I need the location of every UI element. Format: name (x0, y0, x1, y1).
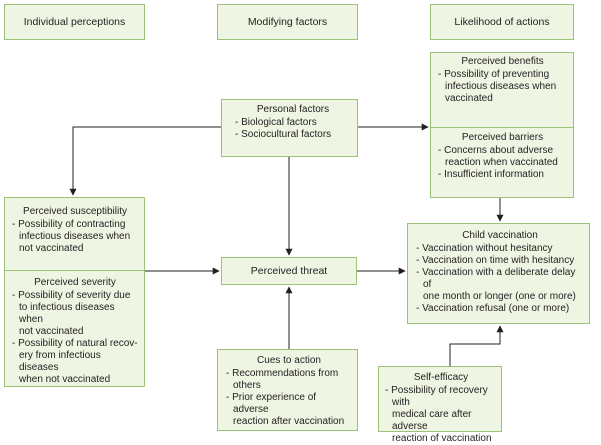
cues-to-action-box: Cues to action - Recommendations from ot… (217, 349, 358, 431)
perceived-severity-section: Perceived severity - Possibility of seve… (5, 274, 144, 386)
header-modifying-factors: Modifying factors (217, 4, 358, 40)
perceived-barriers-item: - Insufficient information (438, 169, 544, 180)
susceptibility-severity-box: Perceived susceptibility - Possibility o… (4, 197, 145, 387)
perceived-barriers-title: Perceived barriers (461, 132, 544, 143)
header-likelihood-of-actions: Likelihood of actions (430, 4, 574, 40)
personal-factors-item: - Sociocultural factors (235, 129, 332, 140)
susceptibility-severity-divider (5, 270, 144, 271)
perceived-threat-box: Perceived threat (221, 257, 357, 285)
perceived-threat-label: Perceived threat (250, 265, 328, 277)
child-vaccination-box: Child vaccination - Vaccination without … (407, 223, 590, 324)
perceived-barriers-section: Perceived barriers - Concerns about adve… (431, 129, 573, 181)
child-vaccination-item: - Vaccination refusal (one or more) (416, 303, 570, 314)
perceived-severity-item: - Possibility of natural recov- ery from… (12, 338, 138, 385)
perceived-benefits-title: Perceived benefits (461, 56, 544, 67)
benefits-barriers-divider (431, 127, 573, 128)
perceived-barriers-item: - Concerns about adverse reaction when v… (438, 145, 558, 168)
child-vaccination-item: - Vaccination with a deliberate delay of… (416, 267, 576, 302)
header-modifying-factors-label: Modifying factors (247, 16, 328, 28)
perceived-severity-title: Perceived severity (34, 277, 116, 288)
cues-to-action-item: - Prior experience of adverse reaction a… (226, 392, 345, 427)
header-individual-perceptions: Individual perceptions (4, 4, 145, 40)
perceived-benefits-section: Perceived benefits - Possibility of prev… (431, 53, 573, 105)
personal-factors-item: - Biological factors (235, 117, 317, 128)
arrow-self-efficacy-to-vaccination (449, 325, 504, 366)
child-vaccination-item: - Vaccination without hesitancy (416, 243, 553, 254)
perceived-benefits-item: - Possibility of preventing infectious d… (438, 69, 557, 104)
arrow-personal-to-susceptibility (69, 126, 221, 196)
header-individual-perceptions-label: Individual perceptions (23, 16, 126, 28)
child-vaccination-item: - Vaccination on time with hesitancy (416, 255, 575, 266)
cues-to-action-item: - Recommendations from others (226, 368, 339, 391)
perceived-susceptibility-title: Perceived susceptibility (23, 206, 127, 217)
perceived-severity-item: - Possibility of severity due to infecti… (12, 290, 131, 337)
child-vaccination-title: Child vaccination (462, 230, 538, 241)
personal-factors-title: Personal factors (256, 104, 330, 115)
perceived-susceptibility-section: Perceived susceptibility - Possibility o… (5, 203, 144, 255)
perceived-susceptibility-item: - Possibility of contracting infectious … (12, 219, 131, 254)
cues-to-action-title: Cues to action (257, 355, 321, 366)
header-likelihood-of-actions-label: Likelihood of actions (454, 16, 550, 28)
benefits-barriers-box: Perceived benefits - Possibility of prev… (430, 52, 574, 198)
personal-factors-box: Personal factors - Biological factors - … (221, 99, 358, 157)
self-efficacy-title: Self-efficacy (413, 372, 469, 383)
